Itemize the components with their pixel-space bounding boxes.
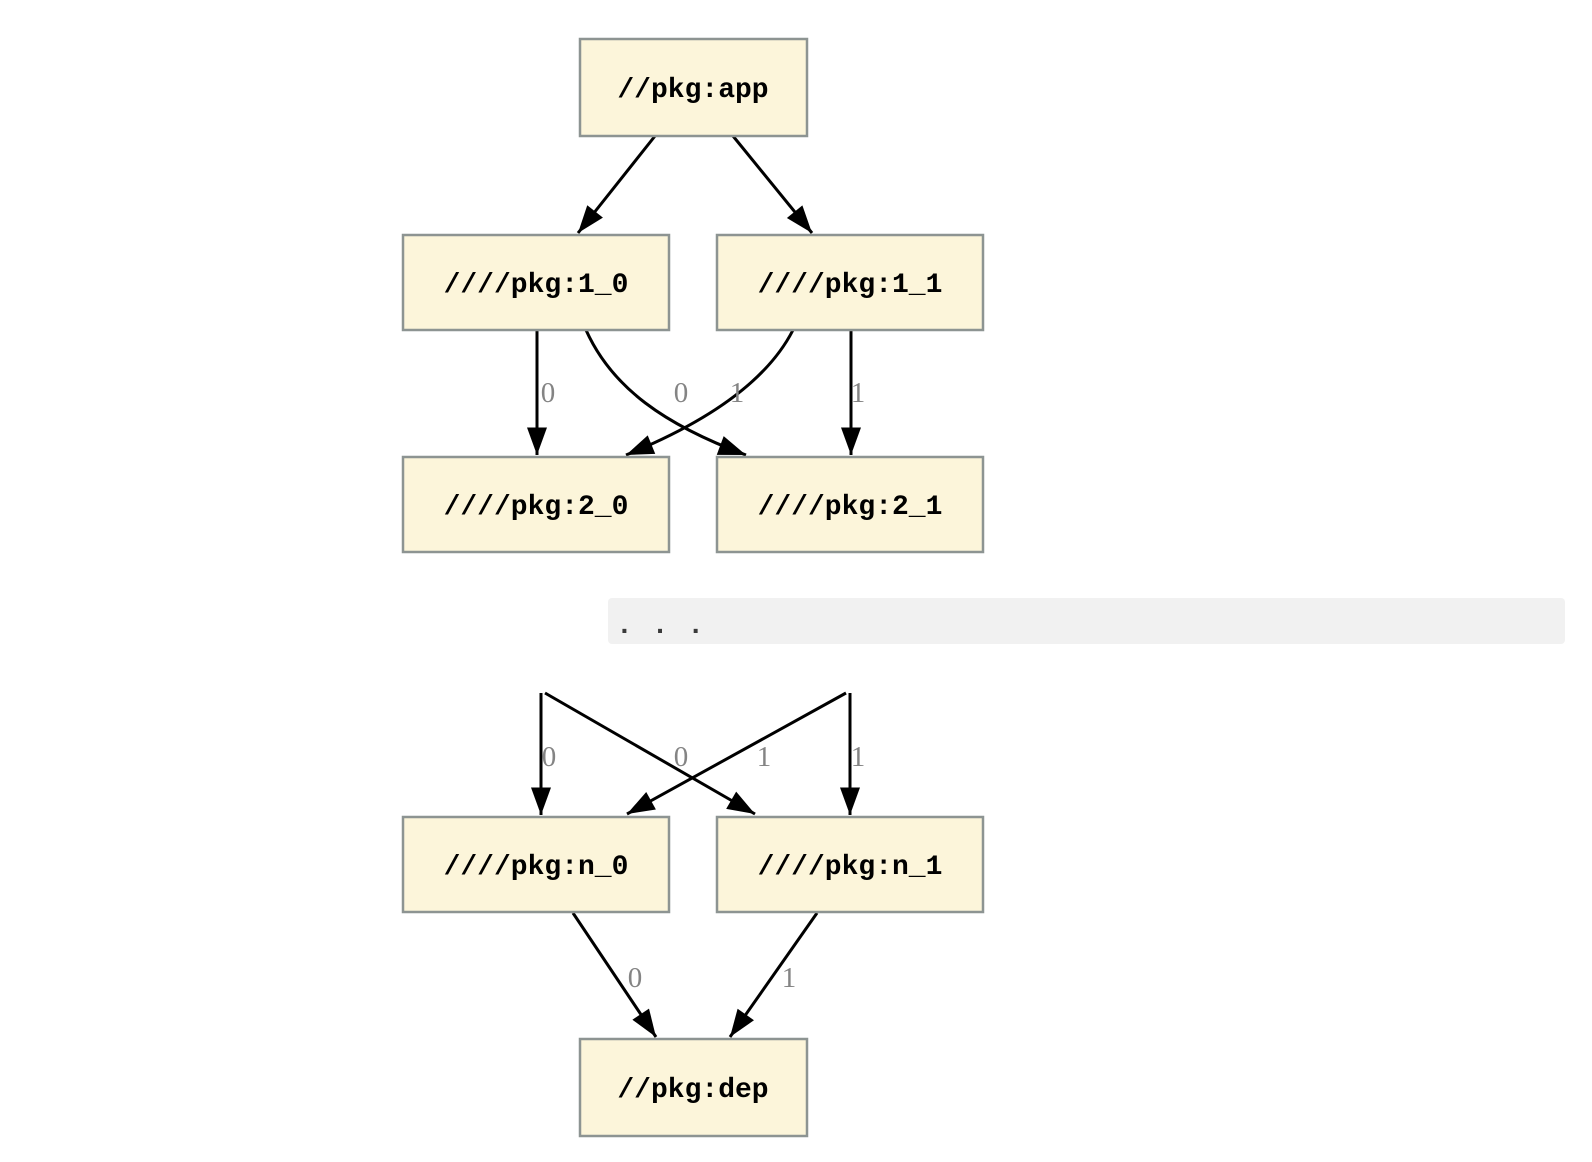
node-app-label: //pkg:app [617,75,768,106]
edge-label: 1 [757,741,772,773]
edge-app-to-pkg1_1 [731,135,814,234]
edge-label: 0 [628,962,643,994]
edge-ellipsis-left-to-pkgn_1 [544,691,756,816]
node-app-box [578,37,809,138]
edge-pkg1_0-to-pkg2_1 [584,329,747,457]
node-pkg2_1-label: ////pkg:2_1 [758,492,943,523]
node-pkgn_1-box [715,815,985,914]
ellipsis-label: . . . [616,611,705,642]
node-pkgn_1-label: ////pkg:n_1 [758,852,943,883]
edge-label: 0 [542,741,557,773]
edge-labels-layer: 0 0 1 1 0 0 1 1 0 1 [541,377,866,994]
node-pkg1_1-box [715,233,985,332]
node-pkg1_0: ////pkg:1_0 [401,233,671,332]
node-pkgn_1: ////pkg:n_1 [715,815,985,914]
node-pkg2_1: ////pkg:2_1 [715,455,985,554]
edge-label: 1 [851,377,866,409]
node-pkgn_0: ////pkg:n_0 [401,815,671,914]
node-dep: //pkg:dep [578,1037,809,1138]
ellipsis-band: . . . [608,598,1565,644]
edge-label: 1 [730,377,745,409]
edge-label: 0 [541,377,556,409]
node-dep-label: //pkg:dep [617,1075,768,1106]
node-pkg2_1-box [715,455,985,554]
node-pkg1_0-box [401,233,671,332]
edges-layer [527,135,861,1038]
edge-label: 1 [782,962,797,994]
node-dep-box [578,1037,809,1138]
node-pkg1_0-label: ////pkg:1_0 [444,270,629,301]
node-app: //pkg:app [578,37,809,138]
node-pkg1_1-label: ////pkg:1_1 [758,270,943,301]
edge-label: 0 [674,377,689,409]
edge-app-to-pkg1_0 [576,135,657,234]
edge-label: 0 [674,741,689,773]
ellipsis-band-rect [608,598,1565,644]
node-pkg2_0-label: ////pkg:2_0 [444,492,629,523]
edge-pkg1_1-to-pkg2_0 [625,329,795,457]
node-pkg2_0-box [401,455,671,554]
node-pkg1_1: ////pkg:1_1 [715,233,985,332]
edge-ellipsis-right-to-pkgn_0 [626,691,847,816]
node-pkg2_0: ////pkg:2_0 [401,455,671,554]
node-pkgn_0-label: ////pkg:n_0 [444,852,629,883]
node-pkgn_0-box [401,815,671,914]
edge-pkgn_1-to-dep [728,912,819,1038]
edge-label: 1 [851,741,866,773]
edge-pkgn_0-to-dep [571,912,658,1038]
